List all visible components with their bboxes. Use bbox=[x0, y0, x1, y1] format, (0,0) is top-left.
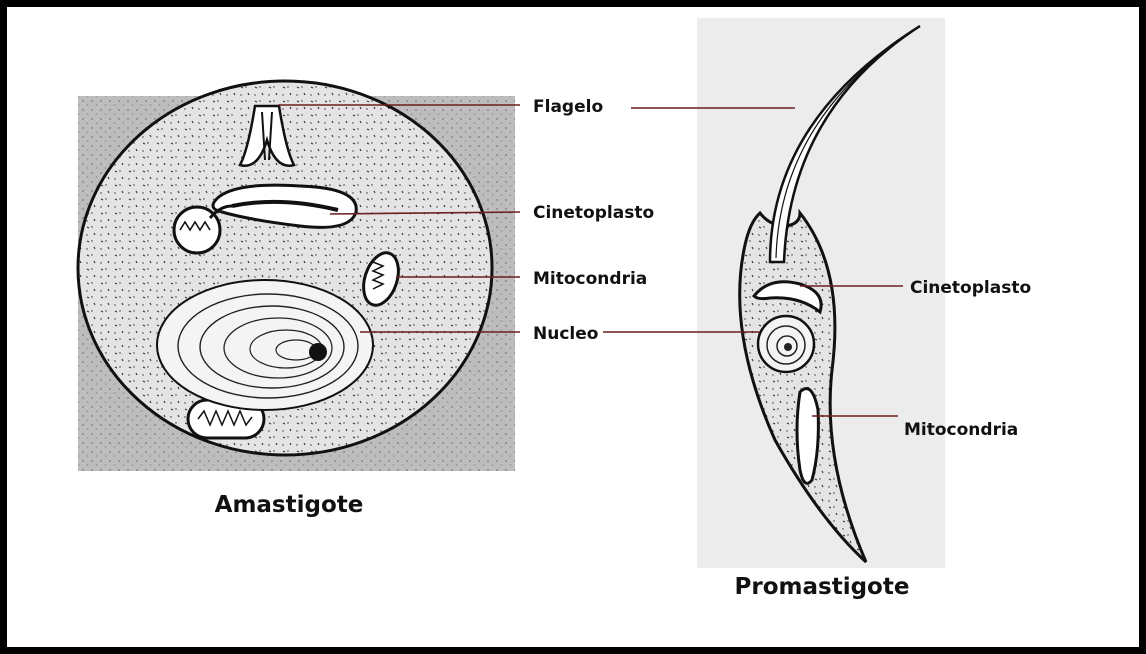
promastigote-figure: Cinetoplasto Mitocondria Promastigote bbox=[603, 18, 1031, 600]
label-amastigote-cinetoplasto: Cinetoplasto bbox=[533, 203, 654, 223]
label-amastigote-mitocondria: Mitocondria bbox=[533, 269, 647, 289]
amastigote-nucleus bbox=[157, 280, 373, 410]
promastigote-title: Promastigote bbox=[735, 574, 910, 600]
label-promastigote-cinetoplasto: Cinetoplasto bbox=[910, 278, 1031, 298]
promastigote-mitochondrion bbox=[797, 389, 818, 484]
label-flagelo: Flagelo bbox=[533, 97, 603, 117]
label-nucleo: Nucleo bbox=[533, 324, 598, 344]
amastigote-title: Amastigote bbox=[215, 492, 364, 518]
amastigote-figure: Flagelo Cinetoplasto Mitocondria Nucleo … bbox=[78, 81, 654, 518]
promastigote-nucleus bbox=[758, 316, 814, 372]
label-promastigote-mitocondria: Mitocondria bbox=[904, 420, 1018, 440]
